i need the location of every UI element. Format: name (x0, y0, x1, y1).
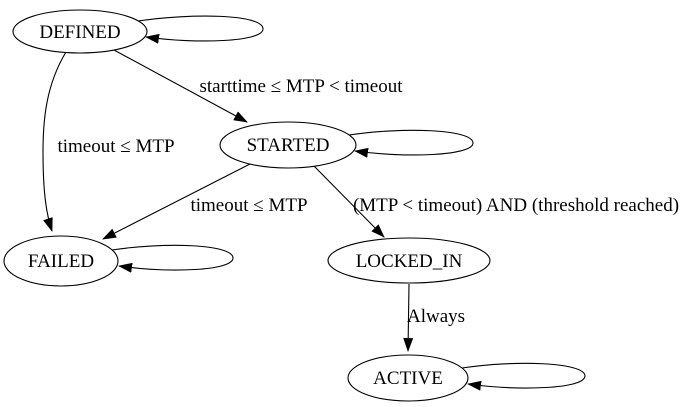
edge-label-lockedin-active: Always (407, 306, 465, 327)
self-loop-defined (137, 15, 264, 44)
edge-defined-to-failed (42, 51, 67, 232)
node-failed-shape (3, 235, 119, 287)
self-loop-started (348, 129, 474, 158)
edge-label-defined-failed: timeout ≤ MTP (57, 136, 174, 157)
edge-label-started-lockedin: (MTP < timeout) AND (threshold reached) (353, 195, 679, 216)
self-loop-active (461, 362, 586, 391)
node-started-shape (219, 121, 357, 169)
edge-defined-to-started (113, 49, 248, 123)
node-active-label: ACTIVE (373, 368, 443, 389)
node-active: ACTIVE (347, 354, 469, 402)
node-defined-shape (12, 9, 148, 54)
edge-started-to-failed (102, 163, 251, 240)
node-started-label: STARTED (247, 135, 330, 156)
node-lockedin-label: LOCKED_IN (356, 251, 463, 272)
node-active-shape (347, 354, 469, 402)
node-failed-label: FAILED (28, 251, 94, 272)
self-loops (111, 15, 586, 391)
edge-labels: starttime ≤ MTP < timeout timeout ≤ MTP … (57, 76, 679, 327)
node-failed: FAILED (3, 235, 119, 287)
self-loop-failed (111, 244, 234, 273)
node-lockedin-shape (327, 237, 491, 284)
edge-lockedin-to-active (403, 283, 414, 352)
edge-label-started-failed: timeout ≤ MTP (190, 195, 307, 216)
edge-started-to-lockedin (313, 165, 385, 238)
node-defined-label: DEFINED (39, 22, 120, 43)
edges (42, 49, 414, 352)
node-lockedin: LOCKED_IN (327, 237, 491, 284)
node-started: STARTED (219, 121, 357, 169)
node-defined: DEFINED (12, 9, 148, 54)
edge-label-defined-started: starttime ≤ MTP < timeout (199, 76, 403, 97)
nodes: DEFINED STARTED FAILED LOCKED_IN ACTIVE (3, 9, 491, 402)
